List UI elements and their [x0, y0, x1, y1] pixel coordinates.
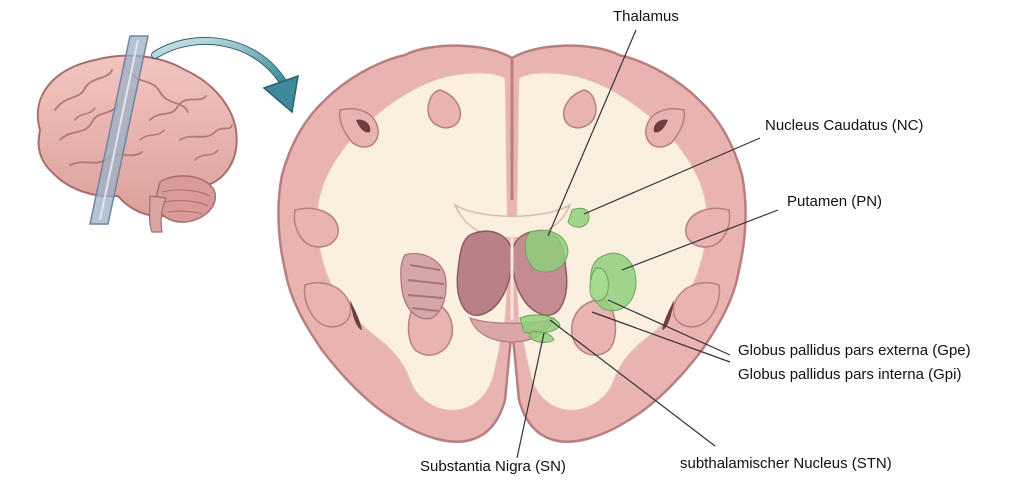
highlighted-nuclei	[519, 207, 637, 343]
label-gpe: Globus pallidus pars externa (Gpe)	[738, 342, 971, 359]
nucleus-caudatus-highlight	[567, 207, 590, 228]
substantia-nigra-highlight	[529, 331, 555, 343]
thalamus-highlight	[524, 229, 569, 273]
thalamus-leader	[547, 29, 637, 237]
coronal-brain-section-illustration	[277, 44, 747, 444]
label-gpi: Globus pallidus pars interna (Gpi)	[738, 366, 962, 383]
label-nucleus-caudatus: Nucleus Caudatus (NC)	[765, 117, 924, 134]
label-substantia-nigra: Substantia Nigra (SN)	[420, 458, 566, 475]
label-thalamus: Thalamus	[613, 8, 679, 25]
left-basal-ganglia	[400, 253, 447, 320]
nucleus-caudatus-leader	[583, 137, 761, 215]
globus-pallidus-highlight	[589, 267, 609, 302]
label-stn: subthalamischer Nucleus (STN)	[680, 455, 892, 472]
gpe-leader	[607, 299, 731, 356]
coronal-slice-plane	[89, 35, 149, 225]
curved-arrow-icon	[151, 36, 299, 114]
leader-lines	[516, 29, 779, 459]
gpi-leader	[591, 311, 731, 363]
putamen-leader	[621, 209, 779, 271]
brain-lateral-illustration-icon	[36, 54, 238, 233]
label-putamen: Putamen (PN)	[787, 193, 883, 210]
stn-leader	[549, 319, 716, 447]
substantia-nigra-leader	[516, 332, 545, 459]
